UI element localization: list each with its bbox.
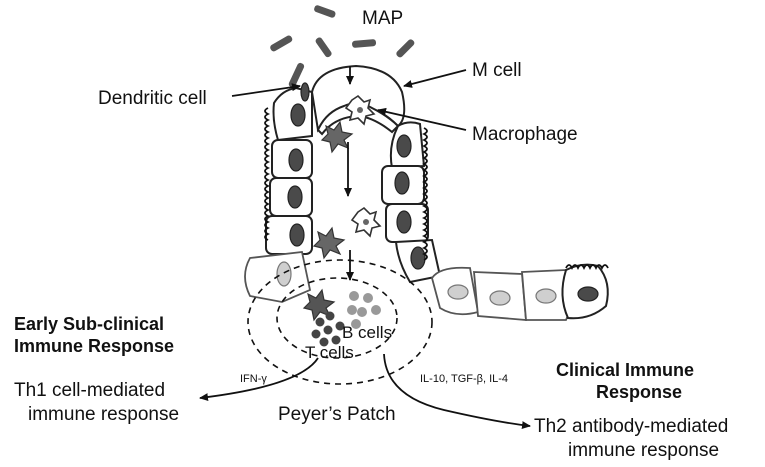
t-cells-label: T cells xyxy=(305,343,354,362)
right-epithelium xyxy=(381,121,442,284)
early-response-title-line2: Immune Response xyxy=(14,336,174,356)
macrophage-label: Macrophage xyxy=(472,124,578,145)
dendritic-cell-2 xyxy=(312,226,346,260)
m-cell-label: M cell xyxy=(472,60,522,81)
early-response-title-line1: Early Sub-clinical xyxy=(14,314,164,334)
th2-label-line1: Th2 antibody-mediated xyxy=(534,416,728,437)
th2-label-line2: immune response xyxy=(568,440,719,461)
clinical-response-title-line1: Clinical Immune xyxy=(556,360,694,380)
peyers-patch-inner xyxy=(276,277,398,359)
ifn-gamma-label: IFN-γ xyxy=(240,373,267,385)
basal-epithelium xyxy=(431,263,609,321)
map-bacteria xyxy=(270,5,415,94)
dendritic-cell-pointer xyxy=(231,83,301,97)
macrophage-cell xyxy=(344,94,376,126)
map-label: MAP xyxy=(362,8,403,29)
th2-pathway-arrow xyxy=(383,353,531,430)
th1-pathway-arrow xyxy=(199,357,319,402)
b-cells-label: B cells xyxy=(342,323,392,342)
macrophage-pointer xyxy=(377,107,467,131)
macrophage-cell-2 xyxy=(350,206,382,238)
b-cell-cluster xyxy=(347,291,381,329)
peyers-patch-label: Peyer’s Patch xyxy=(278,404,396,425)
m-cell-pointer xyxy=(403,69,467,88)
left-epithelium xyxy=(244,86,313,303)
clinical-response-title-line2: Response xyxy=(596,382,682,402)
th1-label-line1: Th1 cell-mediated xyxy=(14,380,165,401)
dendritic-cell-label: Dendritic cell xyxy=(98,88,207,109)
peyers-patch-outer xyxy=(247,259,433,385)
th2-cytokines-label: IL-10, TGF-β, IL-4 xyxy=(420,373,508,385)
th1-label-line2: immune response xyxy=(28,404,179,425)
t-cell-cluster xyxy=(302,288,345,347)
